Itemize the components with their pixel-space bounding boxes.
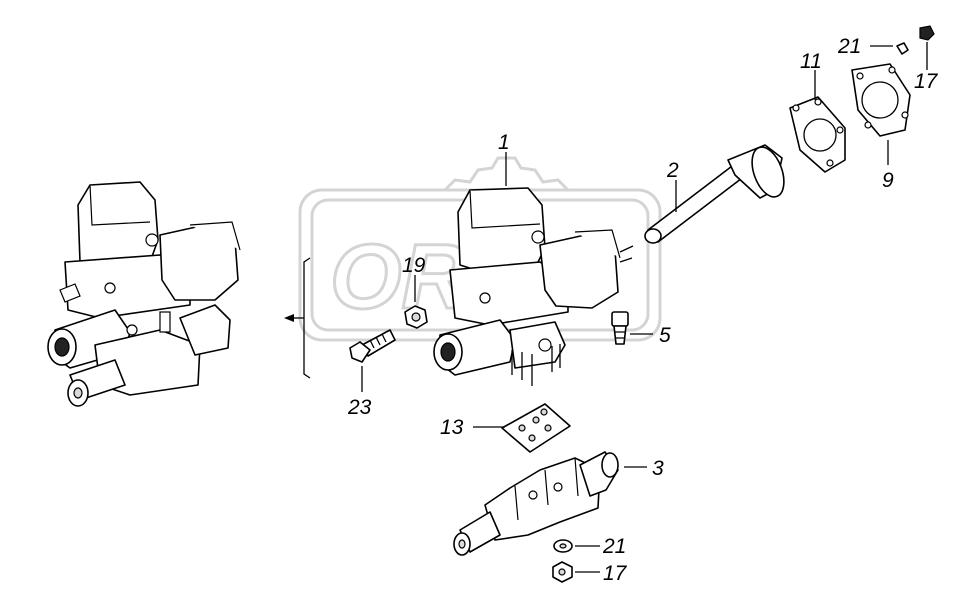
shaft-part-2: [644, 144, 785, 244]
pointer-arrowhead: [284, 314, 294, 322]
washer-part-21-top: [896, 42, 909, 55]
callout-5: 5: [659, 324, 671, 347]
valve-body-part-3: [453, 451, 619, 556]
leader-lines: [361, 42, 928, 573]
plate-part-13: [501, 403, 571, 453]
cover-part-9: [851, 63, 911, 137]
callout-19: 19: [402, 254, 426, 277]
callout-11: 11: [800, 50, 822, 73]
callout-9: 9: [882, 169, 894, 192]
callout-17-bottom: 17: [603, 562, 628, 585]
assembled-pump-view: [47, 181, 241, 407]
callout-3: 3: [652, 457, 664, 480]
nut-part-17-top: [919, 25, 935, 41]
washer-part-21-bottom: [553, 539, 573, 553]
gasket-part-11: [789, 96, 846, 173]
callout-2: 2: [666, 159, 679, 182]
pump-housing-part-1: [433, 187, 634, 386]
callout-21-top: 21: [837, 35, 861, 58]
callout-17-top: 17: [914, 70, 939, 93]
fitting-part-5: [611, 311, 629, 345]
callout-23: 23: [347, 396, 372, 419]
bolt-part-23: [349, 329, 396, 363]
nut-part-17-bottom: [552, 561, 573, 583]
callout-13: 13: [440, 416, 464, 439]
nut-part-19: [404, 305, 428, 329]
group-bracket: [303, 257, 311, 379]
callout-21-bottom: 21: [602, 535, 626, 558]
callout-1: 1: [498, 131, 510, 154]
callout-labels: 1 2 3 5 9 11 13 17 17 19 21 21 23: [347, 35, 939, 585]
